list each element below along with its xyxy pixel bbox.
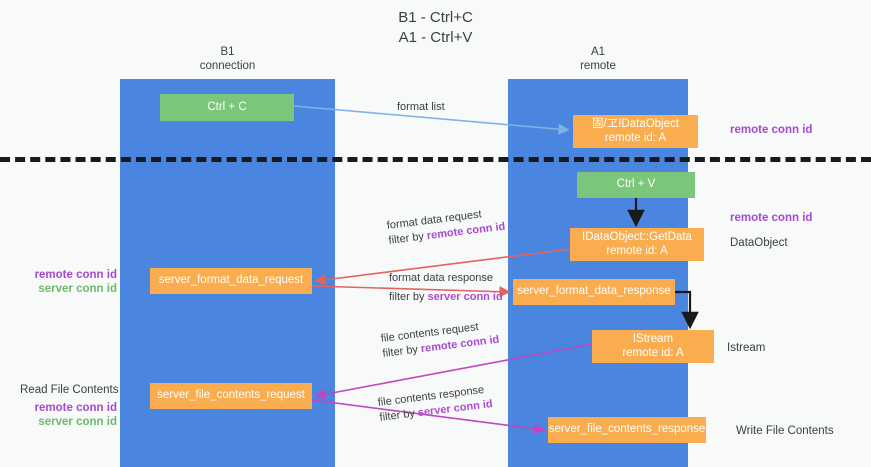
- lane-header-a1: A1 remote: [508, 46, 688, 73]
- node-server-format-data-response[interactable]: server_format_data_response: [513, 279, 675, 305]
- filter-prefix-4: filter by: [378, 407, 419, 424]
- node-idataobject[interactable]: 固/ヱIDataObject remote id: A: [573, 115, 698, 148]
- edge-label-format-data-response: format data response filter by server co…: [389, 271, 503, 305]
- annotation-left-conn-ids-mid: remote conn id server conn id: [22, 268, 117, 296]
- lane-header-b1-name: B1: [220, 46, 235, 58]
- node-ctrl-c[interactable]: Ctrl + C: [160, 94, 294, 121]
- annotation-remote-conn-id-top-text: remote conn id: [730, 124, 813, 136]
- lane-header-a1-subtitle: remote: [580, 59, 616, 72]
- filter-prefix-1: filter by: [387, 230, 428, 247]
- node-istream[interactable]: IStream remote id: A: [592, 330, 714, 363]
- node-istream-remote-id: remote id: A: [622, 346, 684, 359]
- edge-label-format-list-text: format list: [397, 101, 445, 113]
- title-line-1: B1 - Ctrl+C: [398, 9, 473, 26]
- annotation-write-file-contents: Write File Contents: [736, 424, 834, 438]
- node-istream-label: IStream: [632, 333, 674, 345]
- annotation-left-remote-conn-id-bottom: remote conn id: [34, 402, 117, 414]
- annotation-remote-conn-id-top: remote conn id: [730, 123, 812, 137]
- filter-prefix-2: filter by: [389, 291, 428, 303]
- node-server-format-data-request[interactable]: server_format_data_request: [150, 268, 312, 294]
- node-server-file-contents-request[interactable]: server_file_contents_request: [150, 383, 312, 409]
- filter-prefix-3: filter by: [381, 343, 422, 360]
- annotation-remote-conn-id-mid-text: remote conn id: [730, 212, 813, 224]
- node-server-file-contents-response-label: server_file_contents_response: [548, 423, 706, 436]
- lane-header-b1-subtitle: connection: [199, 59, 256, 72]
- node-getdata-remote-id: remote id: A: [606, 244, 668, 257]
- title-line-2: A1 - Ctrl+V: [398, 29, 473, 46]
- node-server-file-contents-response[interactable]: server_file_contents_response: [548, 417, 706, 443]
- section-divider: [0, 157, 871, 162]
- node-ctrl-v[interactable]: Ctrl + V: [577, 172, 695, 198]
- edge-label-format-data-response-filter: filter by server conn id: [389, 290, 503, 305]
- annotation-read-file-contents: Read File Contents: [20, 384, 119, 396]
- annotation-istream: Istream: [727, 341, 765, 355]
- node-server-format-data-response-label: server_format_data_response: [517, 285, 671, 298]
- node-getdata-label: IDataObject::GetData: [582, 231, 692, 243]
- annotation-dataobject: DataObject: [730, 236, 788, 250]
- node-server-file-contents-request-label: server_file_contents_request: [157, 389, 305, 402]
- node-idataobject-remote-id: remote id: A: [604, 131, 667, 144]
- node-server-format-data-request-label: server_format_data_request: [158, 274, 304, 287]
- node-idataobject-getdata[interactable]: IDataObject::GetData remote id: A: [570, 228, 704, 261]
- edge-label-format-list: format list: [397, 100, 445, 115]
- annotation-left-remote-conn-id-mid: remote conn id: [34, 269, 117, 281]
- node-idataobject-label: 固/ヱIDataObject: [592, 118, 679, 130]
- annotation-remote-conn-id-mid: remote conn id: [730, 211, 812, 225]
- edge-label-file-contents-response: file contents response filter by server …: [377, 382, 494, 426]
- lane-header-b1: B1 connection: [120, 46, 335, 73]
- edge-label-format-data-request: format data request filter by remote con…: [386, 205, 506, 249]
- annotation-write-file-contents-text: Write File Contents: [736, 425, 834, 437]
- lane-header-a1-name: A1: [590, 46, 606, 58]
- node-ctrl-c-label: Ctrl + C: [207, 100, 247, 113]
- diagram-title: B1 - Ctrl+C A1 - Ctrl+V: [0, 8, 871, 48]
- annotation-left-conn-ids-bottom: remote conn id server conn id: [22, 401, 117, 429]
- annotation-dataobject-text: DataObject: [730, 237, 788, 249]
- edge-label-format-data-response-text: format data response: [389, 272, 493, 284]
- filter-key-2: server conn id: [427, 291, 503, 303]
- annotation-istream-text: Istream: [727, 342, 766, 354]
- node-ctrl-v-label: Ctrl + V: [616, 178, 656, 191]
- annotation-left-server-conn-id-mid: server conn id: [38, 283, 117, 295]
- annotation-left-server-conn-id-bottom: server conn id: [38, 416, 117, 428]
- edge-label-file-contents-request: file contents request filter by remote c…: [380, 318, 500, 362]
